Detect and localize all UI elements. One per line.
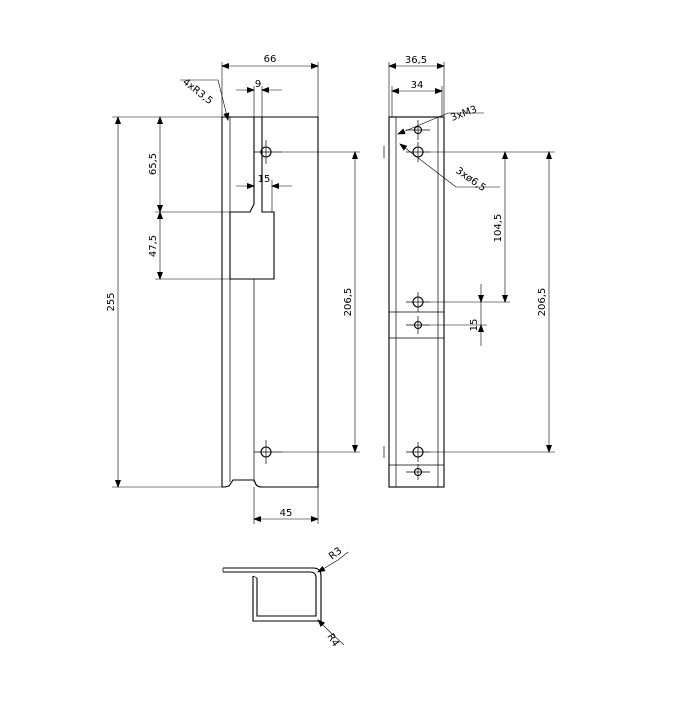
dim-15-side-label: 15: [469, 319, 480, 332]
dim-r4-label: R4: [324, 632, 340, 649]
dim-r3-label: R3: [327, 545, 344, 562]
side-view: 36,5 34 3xM3 3xø6,5 104,5 15 206,5: [383, 55, 555, 488]
side-hole-centerlines: [383, 120, 430, 480]
section-profile-inner: [223, 571, 317, 617]
dim-206-side-label: 206,5: [537, 288, 548, 317]
front-view: 66 4xR3,5 9 15 65,5 47,5 255 20: [106, 54, 360, 524]
section-profile-outer: [223, 567, 322, 622]
dim-radius-label: 4xR3,5: [180, 77, 214, 107]
dim-radius-leader: [217, 79, 230, 121]
dim-206-front-label: 206,5: [343, 288, 354, 317]
section-corner-left: [252, 575, 258, 579]
dim-9-label: 9: [255, 79, 261, 90]
front-slot-outline: [229, 117, 275, 280]
front-plate-outline: [221, 116, 319, 488]
dim-34-label: 34: [411, 80, 424, 91]
dim-15-label: 15: [258, 174, 271, 185]
section-view: R3 R4: [222, 545, 349, 649]
leader-m3-line: [397, 112, 449, 135]
leader-hole-line: [399, 143, 457, 188]
leader-hole-label: 3xø6,5: [453, 165, 487, 194]
dim-r3-leader: [317, 559, 339, 573]
dim-47-5-label: 47,5: [148, 235, 159, 257]
dim-104-5-label: 104,5: [493, 214, 504, 243]
dim-r4-leader: [317, 619, 331, 633]
leader-m3-label: 3xM3: [449, 104, 478, 124]
dim-255-label: 255: [106, 292, 117, 311]
dim-45-label: 45: [280, 508, 293, 519]
dim-r4-shelf: [329, 631, 345, 646]
dim-66-label: 66: [264, 54, 277, 65]
dim-36-5-label: 36,5: [405, 55, 427, 66]
dim-65-5-label: 65,5: [148, 153, 159, 175]
dim-r3-shelf: [337, 551, 349, 561]
